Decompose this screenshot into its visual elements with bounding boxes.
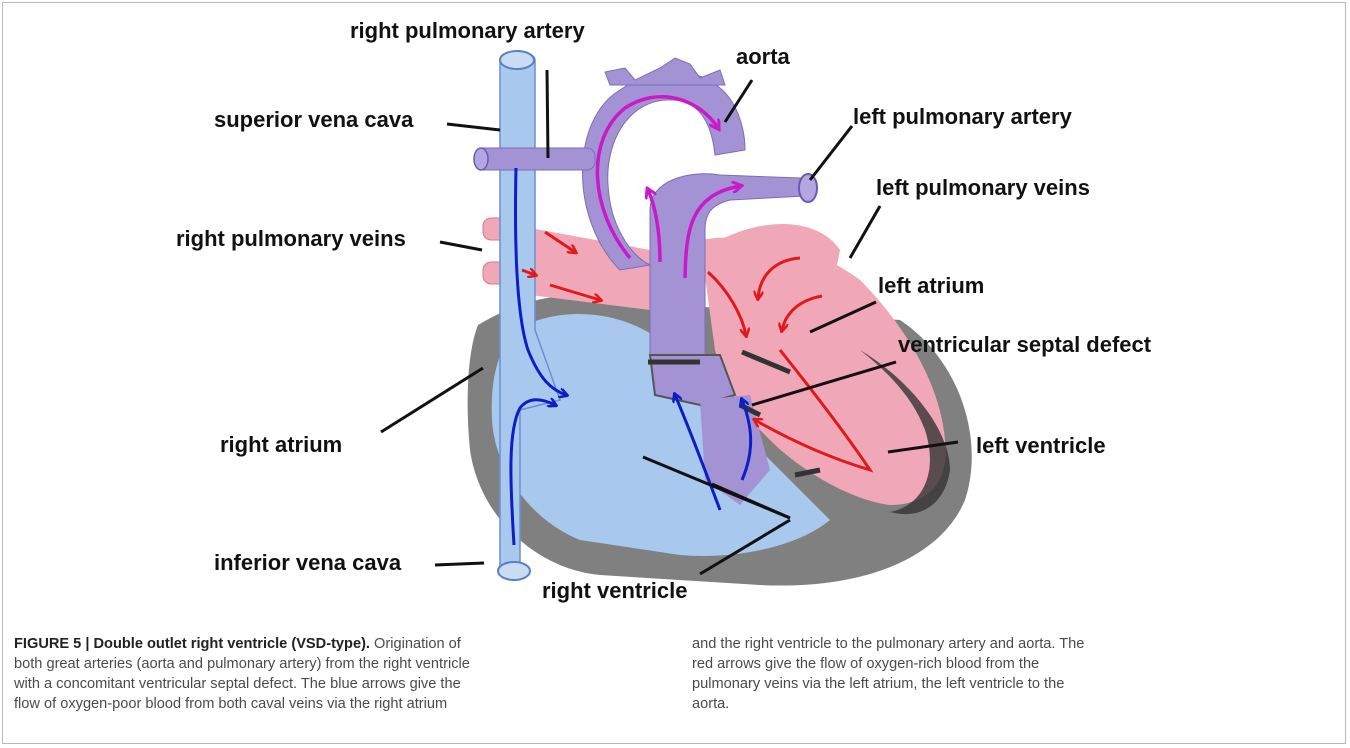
caption-line-5: and the right ventricle to the pulmonary… xyxy=(692,634,1232,654)
label-left-pulmonary-artery: left pulmonary artery xyxy=(853,104,1073,129)
caption-title: FIGURE 5 | Double outlet right ventricle… xyxy=(14,636,370,652)
leader-left-pulmonary-veins xyxy=(850,206,880,258)
label-left-ventricle: left ventricle xyxy=(976,433,1106,458)
superior-vena-cava-opening xyxy=(500,51,534,69)
label-inferior-vena-cava: inferior vena cava xyxy=(214,550,402,575)
label-right-atrium: right atrium xyxy=(220,432,342,457)
label-right-pulmonary-artery: right pulmonary artery xyxy=(350,18,585,43)
leader-inferior-vena-cava xyxy=(435,563,484,565)
leader-left-pulmonary-artery xyxy=(810,126,852,180)
label-superior-vena-cava: superior vena cava xyxy=(214,107,414,132)
label-left-atrium: left atrium xyxy=(878,273,984,298)
caption-right-column: and the right ventricle to the pulmonary… xyxy=(692,634,1232,714)
heart-diagram: right pulmonary artery aorta superior ve… xyxy=(0,0,1350,620)
aortic-arch-vessels xyxy=(605,58,725,85)
left-pulmonary-artery-stub xyxy=(799,174,817,202)
inferior-vena-cava-opening xyxy=(498,562,530,580)
caption-line-3: with a concomitant ventricular septal de… xyxy=(14,674,614,694)
caption-line-7: pulmonary veins via the left atrium, the… xyxy=(692,674,1232,694)
leader-superior-vena-cava xyxy=(447,124,500,130)
leader-right-pulmonary-artery xyxy=(547,70,548,158)
label-right-ventricle: right ventricle xyxy=(542,578,687,603)
caption-line-2: both great arteries (aorta and pulmonary… xyxy=(14,654,614,674)
right-pulmonary-artery-opening xyxy=(474,148,488,170)
caption-left-column: FIGURE 5 | Double outlet right ventricle… xyxy=(14,634,614,714)
label-aorta: aorta xyxy=(736,44,791,69)
caption-text: Origination of xyxy=(370,636,461,652)
caption-line-4: flow of oxygen-poor blood from both cava… xyxy=(14,694,614,714)
label-right-pulmonary-veins: right pulmonary veins xyxy=(176,226,406,251)
caption-line-1: FIGURE 5 | Double outlet right ventricle… xyxy=(14,634,614,654)
caption-line-8: aorta. xyxy=(692,694,1232,714)
right-pulmonary-artery-branch xyxy=(475,148,595,170)
label-left-pulmonary-veins: left pulmonary veins xyxy=(876,175,1090,200)
label-ventricular-septal-defect: ventricular septal defect xyxy=(898,332,1152,357)
leader-right-pulmonary-veins xyxy=(440,242,482,250)
caption-line-6: red arrows give the flow of oxygen-rich … xyxy=(692,654,1232,674)
